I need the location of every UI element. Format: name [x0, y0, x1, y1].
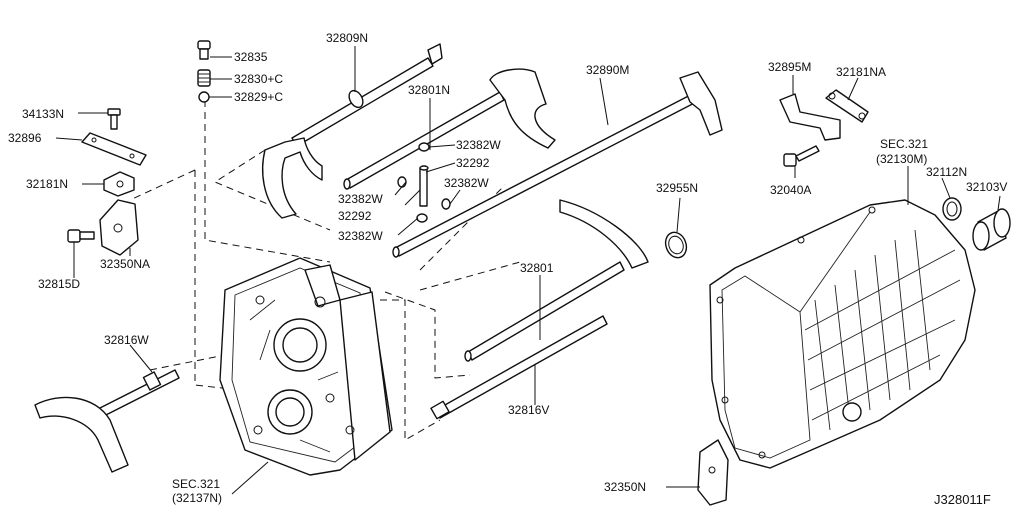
label-32292-b: 32292 [338, 209, 372, 223]
bolt-34133n[interactable] [78, 108, 121, 130]
bracket-32181n[interactable] [82, 171, 135, 197]
part-labels: 32835 32830+C 32829+C 32809N 32801N 3289… [8, 31, 1007, 507]
label-32890m: 32890M [586, 63, 629, 77]
bolt-32040a[interactable] [783, 145, 820, 178]
label-32830c: 32830+C [234, 72, 283, 86]
label-32382w-d: 32382W [338, 229, 383, 243]
label-32382w-a: 32382W [456, 138, 501, 152]
bearing-32112n[interactable] [941, 177, 962, 221]
label-32382w-b: 32382W [338, 192, 383, 206]
seal-32103v[interactable] [972, 195, 1011, 251]
fork-rod-32816v[interactable] [430, 315, 608, 420]
fork-rod-32816w[interactable] [34, 344, 180, 473]
label-sec321-left: SEC.321 [172, 477, 220, 491]
plate-32896[interactable] [55, 132, 147, 166]
transmission-case-32130m[interactable] [709, 166, 976, 469]
label-32829c: 32829+C [234, 90, 283, 104]
label-sec321-right: SEC.321 [880, 137, 928, 151]
label-32350n: 32350N [604, 480, 646, 494]
bracket-32895m[interactable] [779, 75, 841, 141]
label-32816w: 32816W [104, 333, 149, 347]
label-32955n: 32955N [656, 181, 698, 195]
adapter-housing-32137n[interactable] [219, 257, 393, 495]
label-32382w-c: 32382W [444, 176, 489, 190]
label-32292-a: 32292 [456, 156, 490, 170]
label-32112n: 32112N [926, 165, 967, 179]
label-32181na: 32181NA [836, 65, 886, 79]
interlock-ball-32382w[interactable] [394, 142, 461, 236]
shift-fork-32801[interactable] [464, 199, 649, 362]
label-32896: 32896 [8, 131, 42, 145]
label-32835: 32835 [234, 50, 268, 64]
bolt-32815d[interactable] [67, 229, 95, 278]
label-32350na: 32350NA [100, 257, 150, 271]
fork-rod-32801n[interactable] [343, 68, 556, 190]
snap-ring-32955n[interactable] [662, 197, 690, 261]
label-32103v: 32103V [966, 180, 1007, 194]
bracket-32350na[interactable] [99, 199, 139, 256]
link-32181na[interactable] [825, 77, 869, 123]
label-32801: 32801 [520, 261, 554, 275]
label-32181n: 32181N [26, 177, 68, 191]
label-32040a: 32040A [770, 183, 811, 197]
label-34133n: 34133N [22, 107, 64, 121]
fork-rod-32890m[interactable] [392, 71, 723, 258]
label-32801n: 32801N [408, 83, 450, 97]
label-32809n: 32809N [326, 31, 368, 45]
label-32137n: (32137N) [172, 491, 222, 505]
detent-ball-32829c[interactable] [198, 91, 232, 103]
detent-bolt-32835[interactable] [197, 40, 232, 60]
fork-rod-32809n[interactable] [262, 43, 443, 219]
label-32816v: 32816V [508, 403, 549, 417]
bracket-32350n[interactable] [666, 439, 729, 506]
interlock-pin-32292[interactable] [404, 162, 456, 207]
detent-spring-32830c[interactable] [197, 69, 232, 87]
label-32130m: (32130M) [876, 152, 927, 166]
diagram-code: J328011F [934, 492, 991, 507]
label-32895m: 32895M [768, 60, 811, 74]
label-32815d: 32815D [38, 277, 80, 291]
